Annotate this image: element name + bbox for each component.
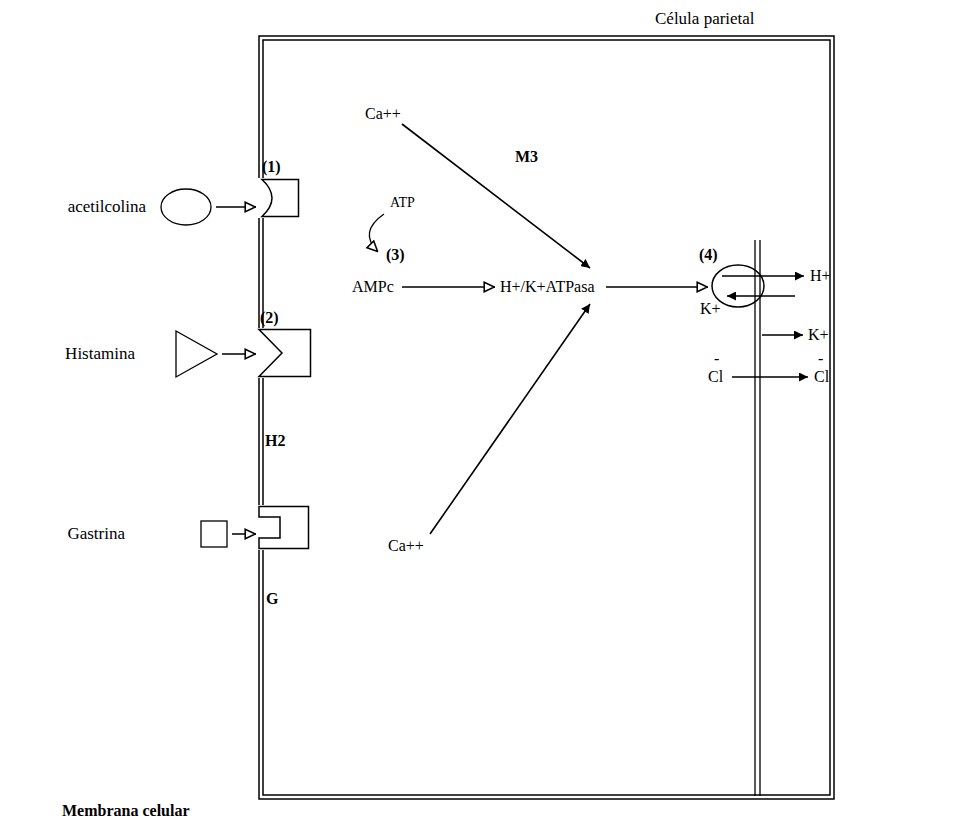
- ligand-shape: Gastrina: [200, 520, 228, 548]
- receptor-name: H2: [265, 432, 285, 450]
- calcium-arrow: [402, 124, 590, 268]
- cell-outline: Célula parietal(1)(2)H2G(4): [258, 35, 835, 800]
- ion-label: Cl: [708, 368, 723, 386]
- ligand-name: Histamina: [65, 344, 135, 364]
- notch-outline: [258, 505, 310, 550]
- molecule-label: AMPc: [352, 278, 394, 296]
- ion-label: Cl: [814, 368, 829, 386]
- callout-number: (3): [386, 246, 405, 264]
- apical-membrane: [754, 240, 755, 796]
- receptor-name: M3: [515, 148, 538, 166]
- ligand-name: acetilcolina: [68, 197, 146, 217]
- ion-label: H+: [810, 267, 831, 285]
- chevron-outline: [258, 328, 312, 378]
- callout-number: (4): [699, 246, 718, 264]
- ion-label: Ca++: [365, 105, 401, 123]
- gastrin-receptor: G: [258, 505, 310, 550]
- apical-membrane: [759, 240, 760, 796]
- enzyme-label: H+/K+ATPasa: [500, 278, 594, 296]
- chloride-arrow: [732, 376, 808, 377]
- charge-sign: -: [714, 350, 719, 368]
- block-arrow: [402, 286, 495, 287]
- ligand-shape: Histamina: [175, 330, 218, 378]
- cell-outline: [258, 35, 835, 800]
- ligand-arrow: [222, 353, 256, 355]
- potassium-arrow: [762, 334, 803, 335]
- molecule-label: ATP: [390, 195, 415, 211]
- histamine-receptor: (2)H2: [258, 328, 312, 378]
- ligand-arrow: [232, 533, 256, 535]
- muscarinic-receptor: (1): [258, 178, 300, 218]
- ion-label: K+: [808, 326, 829, 344]
- receptor-name: G: [266, 590, 278, 608]
- ligand-shape: acetilcolina: [160, 188, 212, 226]
- atp-conversion-arrow: [369, 214, 384, 252]
- membrane-label: Membrana celular: [62, 802, 190, 820]
- triangle-outline: [175, 330, 218, 378]
- proton-arrow: [722, 275, 804, 276]
- ion-label: Ca++: [388, 537, 424, 555]
- cell-title: Célula parietal: [655, 9, 755, 29]
- ligand-name: Gastrina: [67, 524, 125, 544]
- ion-label: K+: [700, 300, 721, 318]
- charge-sign: -: [818, 350, 823, 368]
- cup-outline: [258, 178, 300, 218]
- calcium-arrow: [430, 304, 590, 534]
- block-arrow: [606, 286, 708, 287]
- callout-number: (2): [260, 309, 279, 327]
- ligand-arrow: [216, 206, 256, 208]
- callout-number: (1): [262, 158, 281, 176]
- square-outline: [200, 520, 228, 548]
- ellipse-outline: [160, 188, 212, 226]
